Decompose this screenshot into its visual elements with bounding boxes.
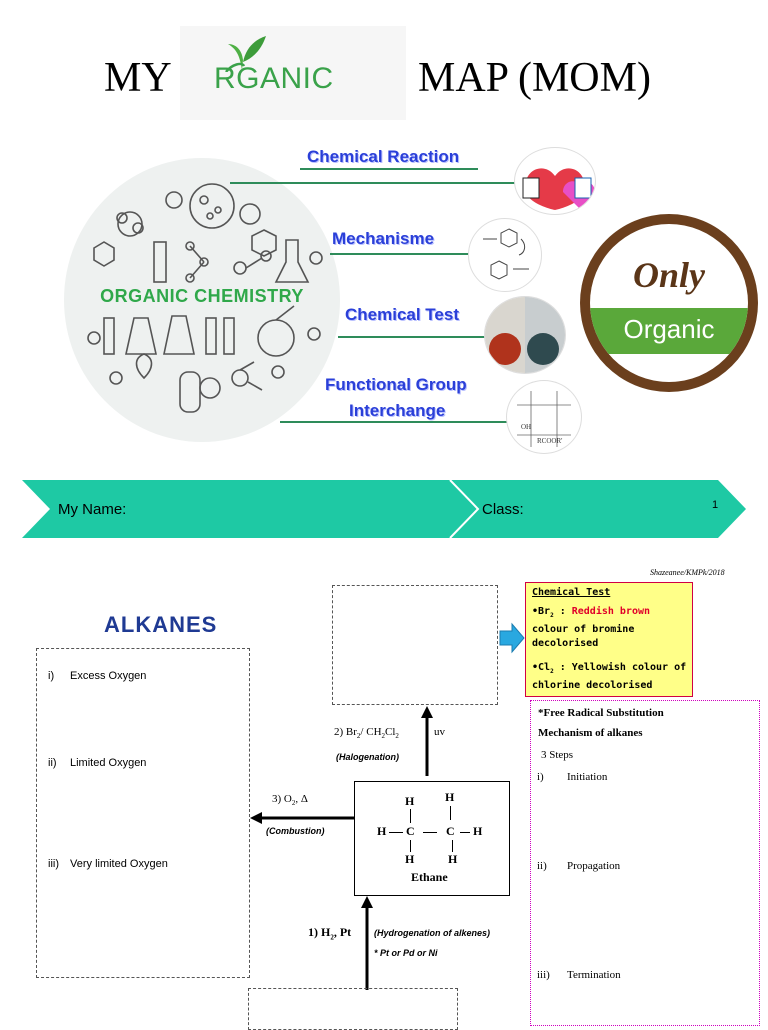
circle-title: ORGANIC CHEMISTRY xyxy=(100,286,304,306)
organic-logo: RGANIC xyxy=(180,26,406,120)
branch-functional-group-line2: Interchange xyxy=(349,401,446,420)
halogenation-arrow xyxy=(421,706,433,776)
alkanes-heading: ALKANES xyxy=(104,612,218,637)
combustion-reagent: 3) O2, Δ xyxy=(272,793,308,808)
atom-h: H xyxy=(377,824,387,838)
atom-c: C xyxy=(406,824,415,838)
mech-steps-label: 3 Steps xyxy=(541,749,574,761)
branch-line xyxy=(280,421,512,423)
step-termination: Termination xyxy=(567,969,621,981)
credit-text: Shazeanee/KMPk/2018 xyxy=(650,568,725,577)
name-class-banner xyxy=(22,480,746,538)
halogenation-reagent: 2) Br2/ CH2Cl2 xyxy=(334,726,399,741)
combustion-label: (Combustion) xyxy=(266,826,325,836)
item-num: i) xyxy=(48,670,55,682)
chemical-reaction-thumbnail xyxy=(514,147,596,215)
atom-c: C xyxy=(446,824,455,838)
chem-test-br2: •Br2 : Reddish brown colour of bromine d… xyxy=(532,606,651,649)
badge-only-text: Only xyxy=(633,255,705,295)
branch-mechanisme: Mechanisme xyxy=(332,229,435,248)
catalyst-note: * Pt or Pd or Ni xyxy=(374,948,438,958)
item-num: ii) xyxy=(48,757,57,769)
class-label: Class: xyxy=(482,501,524,518)
mech-line2: Mechanism of alkanes xyxy=(538,727,643,739)
atom-h: H xyxy=(405,794,415,808)
branch-line xyxy=(300,168,478,170)
step-num: iii) xyxy=(537,969,550,981)
uv-label: uv xyxy=(434,726,445,738)
blue-arrow-icon xyxy=(499,622,525,654)
step-num: i) xyxy=(537,771,544,783)
page-number: 1 xyxy=(712,499,719,511)
mechanism-box: *Free Radical Substitution Mechanism of … xyxy=(530,700,760,1026)
only-organic-badge: Only Organic xyxy=(580,214,758,392)
branch-line xyxy=(230,182,522,184)
combustion-box xyxy=(36,648,250,978)
branch-chemical-test: Chemical Test xyxy=(345,305,460,324)
item-excess-oxygen: Excess Oxygen xyxy=(70,670,147,682)
thumb-rcoor-label: RCOOR' xyxy=(537,437,562,445)
reddish-brown-text: Reddish brown xyxy=(571,606,651,617)
logo-text: RGANIC xyxy=(214,62,334,95)
item-very-limited-oxygen: Very limited Oxygen xyxy=(70,858,168,870)
branch-functional-group-line1: Functional Group xyxy=(325,375,467,394)
functional-group-thumbnail: OH RCOOR' xyxy=(506,380,582,454)
atom-h: H xyxy=(405,852,415,866)
branch-line xyxy=(330,253,476,255)
step-propagation: Propagation xyxy=(567,860,621,872)
step-initiation: Initiation xyxy=(567,771,608,783)
item-num: iii) xyxy=(48,858,59,870)
chemical-test-thumbnail xyxy=(484,296,566,374)
organic-chemistry-circle: ORGANIC CHEMISTRY xyxy=(64,158,340,442)
ethane-structure-box: H H H C C H H H Ethane xyxy=(354,781,510,896)
branch-line xyxy=(338,336,490,338)
thumb-oh-label: OH xyxy=(521,423,531,431)
atom-h: H xyxy=(445,790,455,804)
ethane-name: Ethane xyxy=(411,870,448,884)
branch-chemical-reaction: Chemical Reaction xyxy=(307,147,460,166)
combustion-arrow xyxy=(250,812,354,824)
hydrogenation-label: (Hydrogenation of alkenes) xyxy=(374,928,491,938)
halogenation-label: (Halogenation) xyxy=(336,752,399,762)
title-left-word: MY xyxy=(104,55,172,101)
title-right-word: MAP (MOM) xyxy=(418,55,651,101)
atom-h: H xyxy=(473,824,483,838)
badge-organic-text: Organic xyxy=(623,314,715,344)
mechanism-thumbnail xyxy=(468,218,542,292)
step-num: ii) xyxy=(537,860,547,872)
hydrogenation-reagent: 1) H2, Pt xyxy=(308,925,352,942)
halogenation-product-box xyxy=(332,585,498,705)
item-limited-oxygen: Limited Oxygen xyxy=(70,757,147,769)
leaf-icon xyxy=(225,36,266,72)
mech-line1: *Free Radical Substitution xyxy=(538,707,664,719)
atom-h: H xyxy=(448,852,458,866)
chem-test-cl2: •Cl2 : Yellowish colour of chlorine deco… xyxy=(532,662,687,691)
my-name-label: My Name: xyxy=(58,501,127,518)
chemical-test-box: Chemical Test •Br2 : Reddish brown colou… xyxy=(525,582,693,697)
hydrogenation-arrow xyxy=(361,896,373,990)
lab-icons-illustration xyxy=(87,183,323,413)
chem-test-title: Chemical Test xyxy=(532,587,611,598)
